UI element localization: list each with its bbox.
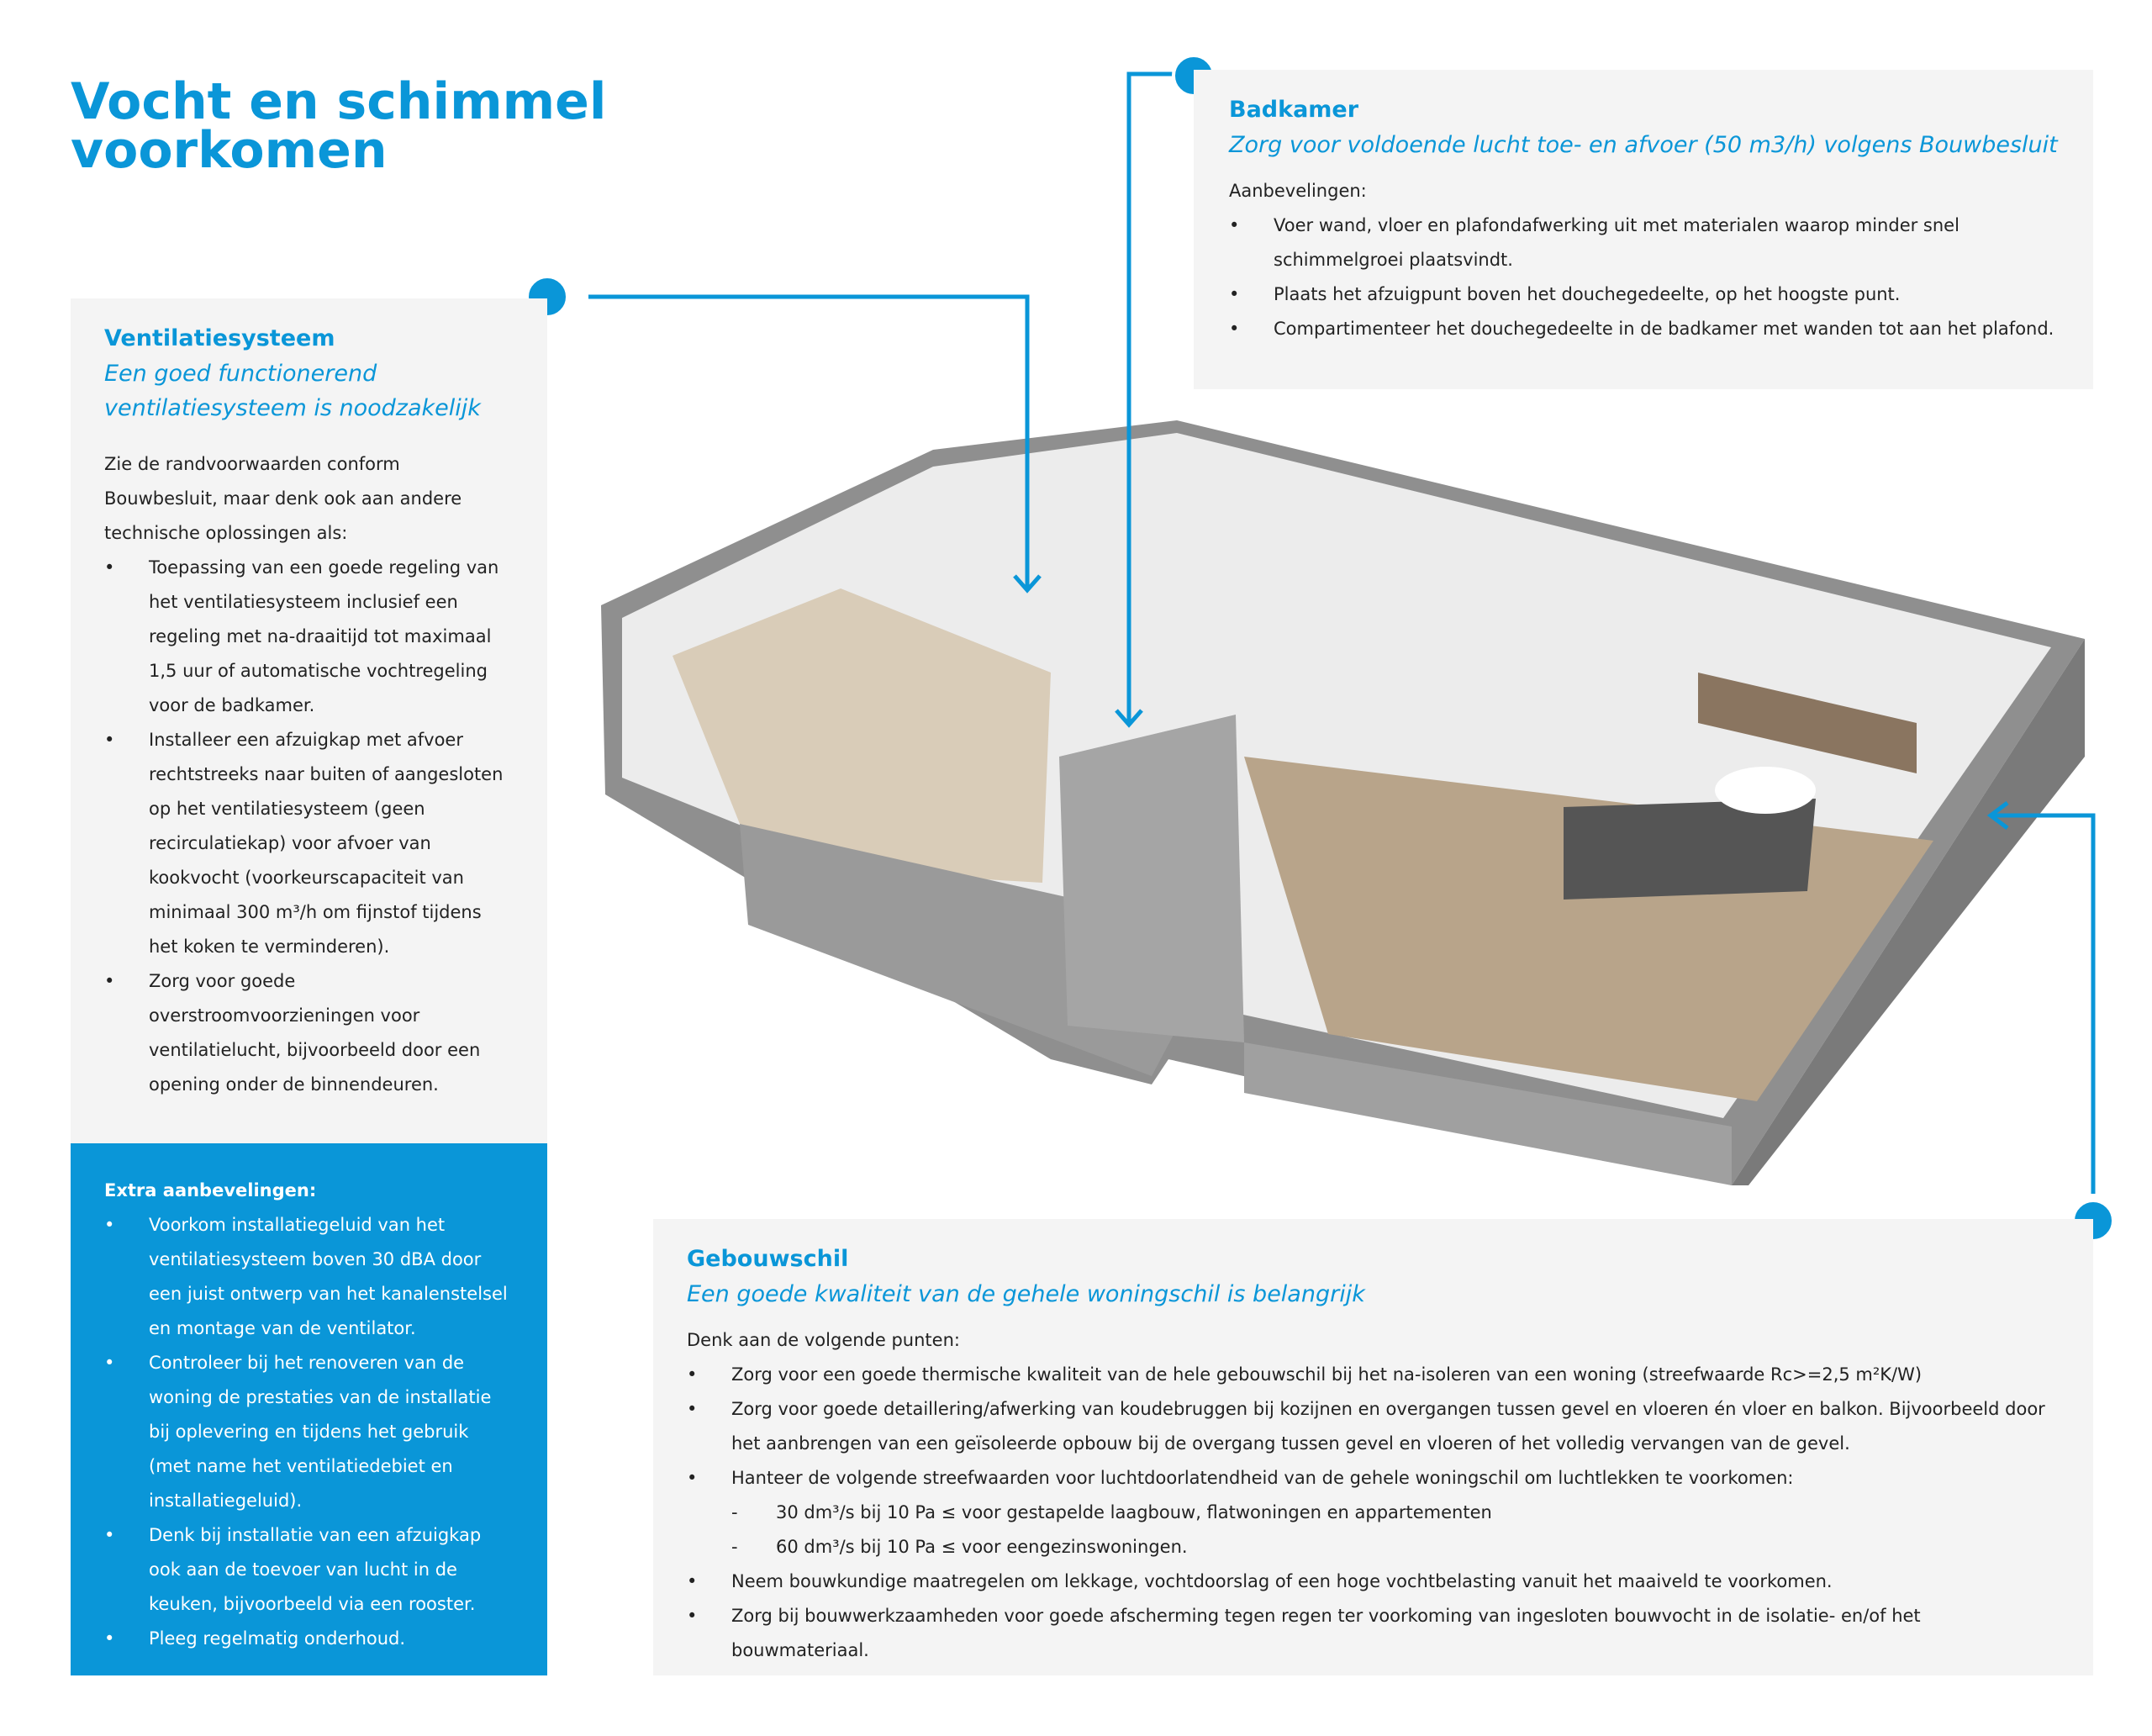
gebouwschil-subtitle: Een goede kwaliteit van de gehele woning… xyxy=(687,1281,1365,1307)
sub-list-item: 30 dm³/s bij 10 Pa ≤ voor gestapelde laa… xyxy=(687,1496,2060,1530)
sub-list-item: 60 dm³/s bij 10 Pa ≤ voor eengezinswonin… xyxy=(687,1530,2060,1565)
badkamer-panel: Badkamer Zorg voor voldoende lucht toe- … xyxy=(1194,70,2093,389)
list-item: Voorkom installatiegeluid van het ventil… xyxy=(104,1208,514,1346)
arrow-heads xyxy=(1013,574,2009,830)
extra-heading: Extra aanbevelingen: xyxy=(104,1180,317,1200)
list-item: Zorg voor een goede thermische kwaliteit… xyxy=(687,1358,2060,1392)
extra-panel: Extra aanbevelingen: Voorkom installatie… xyxy=(71,1143,547,1675)
list-item: Toepassing van een goede regeling van he… xyxy=(104,551,514,723)
ventilatie-panel: Ventilatiesysteem Een goed functionerend… xyxy=(71,298,547,1143)
ventilatie-subtitle: Een goed functionerend ventilatiesysteem… xyxy=(104,361,481,421)
list-item: Compartimenteer het douchegedeelte in de… xyxy=(1229,312,2058,346)
list-item: Pleeg regelmatig onderhoud. xyxy=(104,1622,514,1656)
list-item: Installeer een afzuigkap met afvoer rech… xyxy=(104,723,514,964)
badkamer-subtitle: Zorg voor voldoende lucht toe- en afvoer… xyxy=(1229,132,2058,158)
badkamer-heading: Badkamer xyxy=(1229,97,1359,123)
gebouwschil-intro: Denk aan de volgende punten: xyxy=(687,1330,960,1350)
badkamer-intro: Aanbevelingen: xyxy=(1229,181,1367,201)
ventilatie-intro: Zie de randvoorwaarden conform Bouwbeslu… xyxy=(104,454,462,543)
gebouwschil-heading: Gebouwschil xyxy=(687,1246,849,1272)
list-item: Controleer bij het renoveren van de woni… xyxy=(104,1346,514,1518)
list-item: Zorg voor goede overstroomvoorzieningen … xyxy=(104,964,514,1102)
list-item: Hanteer de volgende streefwaarden voor l… xyxy=(687,1461,2060,1496)
page-title: Vocht en schimmel voorkomen xyxy=(71,72,607,180)
list-item: Zorg voor goede detaillering/afwerking v… xyxy=(687,1392,2060,1461)
list-item: Neem bouwkundige maatregelen om lekkage,… xyxy=(687,1565,2060,1599)
ventilatie-heading: Ventilatiesysteem xyxy=(104,325,335,351)
apartment-3d-render xyxy=(601,420,2085,1185)
list-item: Plaats het afzuigpunt boven het douchege… xyxy=(1229,277,2058,312)
list-item: Denk bij installatie van een afzuigkap o… xyxy=(104,1518,514,1622)
list-item: Zorg bij bouwwerkzaamheden voor goede af… xyxy=(687,1599,2060,1668)
list-item: Voer wand, vloer en plafondafwerking uit… xyxy=(1229,208,2058,277)
gebouwschil-panel: Gebouwschil Een goede kwaliteit van de g… xyxy=(653,1219,2093,1675)
